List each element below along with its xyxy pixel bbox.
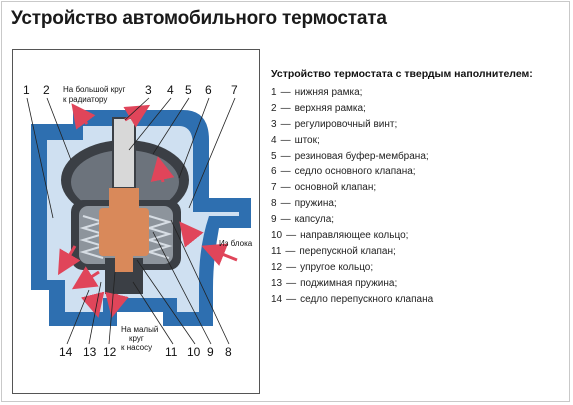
legend-dash: — bbox=[280, 134, 291, 146]
legend-number: 4 bbox=[271, 134, 277, 146]
legend-text: упругое кольцо; bbox=[300, 261, 374, 273]
legend-item: 9—капсула; bbox=[271, 212, 433, 228]
legend-text: перепускной клапан; bbox=[299, 245, 396, 257]
legend-item: 12—упругое кольцо; bbox=[271, 260, 433, 276]
legend-item: 3—регулировочный винт; bbox=[271, 117, 433, 133]
parts-legend: 1—нижняя рамка; 2—верхняя рамка; 3—регул… bbox=[271, 85, 433, 307]
part-number-1: 1 bbox=[23, 83, 30, 97]
leader-lines bbox=[26, 97, 236, 345]
legend-text: седло перепускного клапана bbox=[300, 293, 434, 305]
legend-number: 8 bbox=[271, 198, 277, 210]
legend-number: 3 bbox=[271, 118, 277, 130]
legend-number: 6 bbox=[271, 166, 277, 178]
part-number-3: 3 bbox=[145, 83, 152, 97]
pump-caption-line2: круг bbox=[129, 334, 144, 343]
thermostat-drawing: 1 2 3 4 5 6 7 14 13 12 11 10 9 8 На боль… bbox=[23, 83, 253, 359]
thermostat-diagram: 1 2 3 4 5 6 7 14 13 12 11 10 9 8 На боль… bbox=[12, 49, 260, 394]
legend-text: капсула; bbox=[294, 214, 335, 226]
legend-title: Устройство термостата с твердым наполнит… bbox=[271, 68, 533, 80]
legend-text: основной клапан; bbox=[294, 182, 377, 194]
legend-dash: — bbox=[280, 198, 291, 210]
legend-item: 11—перепускной клапан; bbox=[271, 244, 433, 260]
pump-caption-line3: к насосу bbox=[121, 343, 152, 352]
part-number-10: 10 bbox=[187, 345, 201, 359]
part-number-7: 7 bbox=[231, 83, 238, 97]
legend-dash: — bbox=[280, 166, 291, 178]
legend-number: 12 bbox=[271, 261, 283, 273]
capsule bbox=[99, 188, 149, 272]
legend-number: 14 bbox=[271, 293, 283, 305]
legend-item: 4—шток; bbox=[271, 133, 433, 149]
legend-number: 13 bbox=[271, 277, 283, 289]
legend-text: поджимная пружина; bbox=[300, 277, 398, 289]
legend-dash: — bbox=[280, 102, 291, 114]
legend-item: 13—поджимная пружина; bbox=[271, 276, 433, 292]
legend-number: 9 bbox=[271, 214, 277, 226]
legend-item: 6—седло основного клапана; bbox=[271, 164, 433, 180]
flow-arrows bbox=[57, 103, 238, 318]
legend-dash: — bbox=[280, 118, 291, 130]
part-number-5: 5 bbox=[185, 83, 192, 97]
legend-item: 1—нижняя рамка; bbox=[271, 85, 433, 101]
legend-item: 10—направляющее кольцо; bbox=[271, 228, 433, 244]
legend-number: 10 bbox=[271, 230, 283, 242]
bottom-part-numbers: 14 13 12 11 10 9 8 bbox=[59, 345, 232, 359]
legend-text: регулировочный винт; bbox=[294, 118, 398, 130]
pump-caption-line1: На малый bbox=[121, 325, 158, 334]
legend-text: шток; bbox=[294, 134, 320, 146]
legend-text: седло основного клапана; bbox=[294, 166, 416, 178]
legend-text: верхняя рамка; bbox=[294, 102, 366, 114]
top-part-numbers: 1 2 3 4 5 6 7 bbox=[23, 83, 238, 97]
legend-dash: — bbox=[285, 245, 296, 257]
page-title: Устройство автомобильного термостата bbox=[11, 8, 387, 29]
radiator-caption-line1: На большой круг bbox=[63, 85, 126, 94]
legend-text: пружина; bbox=[294, 198, 337, 210]
part-number-14: 14 bbox=[59, 345, 73, 359]
legend-dash: — bbox=[286, 293, 297, 305]
legend-dash: — bbox=[286, 230, 297, 242]
legend-text: направляющее кольцо; bbox=[300, 230, 409, 242]
part-number-6: 6 bbox=[205, 83, 212, 97]
legend-dash: — bbox=[280, 182, 291, 194]
legend-dash: — bbox=[280, 87, 291, 98]
part-number-4: 4 bbox=[167, 83, 174, 97]
legend-item: 5—резиновая буфер-мембрана; bbox=[271, 149, 433, 165]
legend-item: 7—основной клапан; bbox=[271, 180, 433, 196]
part-number-2: 2 bbox=[43, 83, 50, 97]
part-number-12: 12 bbox=[103, 345, 117, 359]
legend-text: резиновая буфер-мембрана; bbox=[294, 150, 429, 162]
block-caption: Из блока bbox=[219, 239, 253, 248]
part-number-8: 8 bbox=[225, 345, 232, 359]
part-number-9: 9 bbox=[207, 345, 214, 359]
legend-dash: — bbox=[286, 277, 297, 289]
radiator-caption-line2: к радиатору bbox=[63, 95, 107, 104]
flow-captions: На большой круг к радиатору Из блока На … bbox=[63, 85, 253, 352]
legend-number: 7 bbox=[271, 182, 277, 194]
legend-text: нижняя рамка; bbox=[294, 87, 363, 98]
legend-number: 2 bbox=[271, 102, 277, 114]
part-number-11: 11 bbox=[165, 345, 178, 359]
legend-number: 1 bbox=[271, 87, 277, 98]
legend-item: 2—верхняя рамка; bbox=[271, 101, 433, 117]
legend-dash: — bbox=[280, 150, 291, 162]
legend-dash: — bbox=[286, 261, 297, 273]
legend-number: 5 bbox=[271, 150, 277, 162]
legend-dash: — bbox=[280, 214, 291, 226]
legend-number: 11 bbox=[271, 245, 282, 257]
part-number-13: 13 bbox=[83, 345, 97, 359]
legend-item: 8—пружина; bbox=[271, 196, 433, 212]
legend-item: 14—седло перепускного клапана bbox=[271, 292, 433, 308]
